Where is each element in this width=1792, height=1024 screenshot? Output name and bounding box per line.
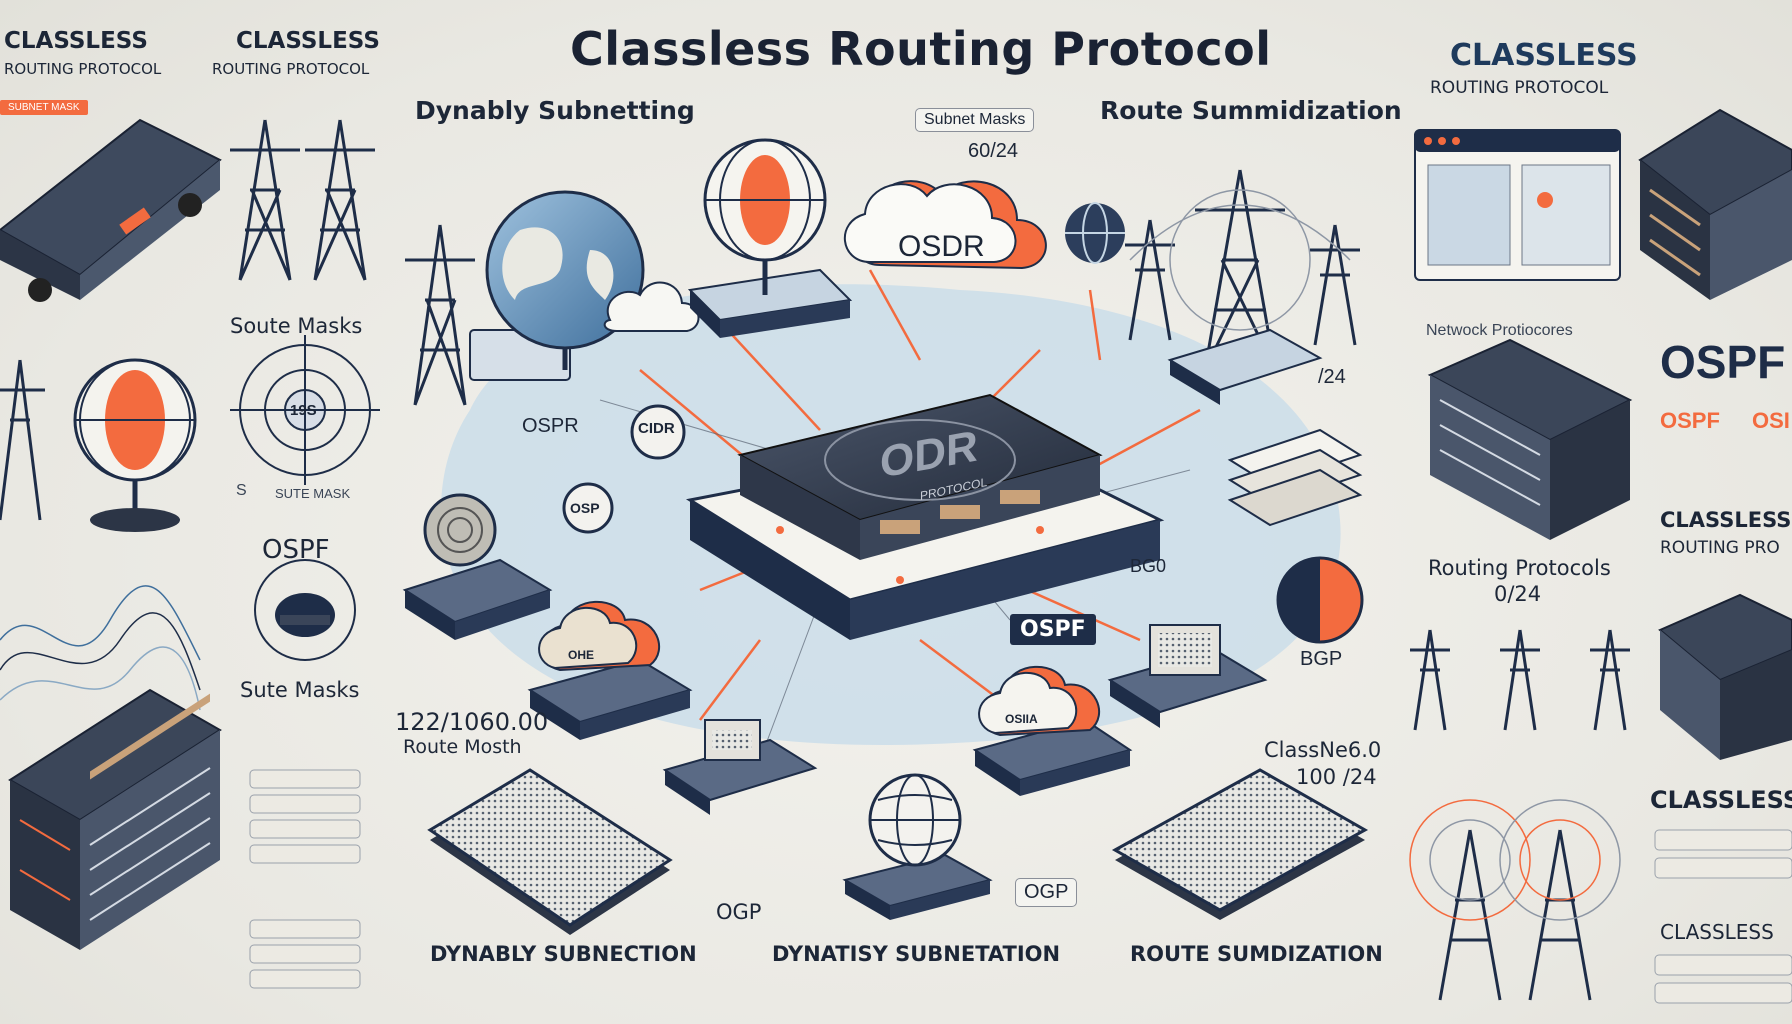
server-stack-topright [1638, 108, 1792, 300]
server-rack-left [8, 688, 222, 950]
osdr-cloud-label: OSDR [898, 230, 985, 263]
soute-masks-label: Soute Masks [230, 314, 363, 338]
route-summarization-heading: Route Summidization [1100, 96, 1402, 125]
ogp-left-label: OGP [716, 900, 762, 924]
cloud-small [603, 281, 700, 332]
radio-towers [1409, 799, 1621, 1001]
routing-protocols-label: Routing Protocols [1428, 556, 1611, 580]
dynamic-subnetting-heading: Dynably Subnetting [415, 96, 695, 125]
sute-mask-small: SUTE MASK [275, 486, 351, 501]
bgp-node [1276, 556, 1364, 644]
gauge-label: 19S [290, 402, 317, 419]
power-tower [0, 119, 1630, 731]
dynably-subnection-heading: Dynably Subnection [430, 942, 697, 966]
node-stack-right [1227, 428, 1363, 527]
route-sumdization-heading: Route Sumdization [1130, 942, 1383, 966]
server-rack-right [1427, 338, 1633, 540]
classless-right-3: CLASSLESS [1660, 920, 1774, 944]
osp-node [562, 482, 614, 534]
wave-chart [0, 585, 201, 711]
dynatisy-subnetation-heading: Dynatisy Subnetation [772, 942, 1061, 966]
subnet-mask-strip: SUBNET MASK [0, 100, 88, 115]
cidr-node [630, 404, 686, 460]
bgp-small-label: BG0 [1130, 556, 1167, 576]
ospf-node [254, 559, 356, 661]
node-box-right [1107, 624, 1268, 728]
mesh-panel-left [427, 768, 673, 935]
cloud-osiia-label: OSIIA [1005, 712, 1038, 726]
classnet-value: 100 /24 [1296, 765, 1377, 789]
ospf-small-a: OSPF [1660, 408, 1720, 433]
satellite-dish [687, 138, 853, 338]
top-right-routing-protocol: ROUTING PROTOCOL [1430, 78, 1609, 98]
top-left-classless: CLASSLESS [4, 28, 148, 54]
list-panel-right [1654, 829, 1792, 1004]
top-left-routing-protocol: ROUTING PROTOCOL [4, 60, 162, 78]
ospf-big-label: OSPF [1660, 336, 1786, 388]
top-left-classless-2: CLASSLESS [236, 28, 380, 54]
globe-left [469, 190, 645, 381]
cloud-ohe-label: OHE [568, 648, 595, 662]
classnet-label: ClassNe6.0 [1264, 738, 1382, 762]
small-globe [1065, 202, 1125, 264]
list-panel-left [249, 769, 361, 989]
node-platform-topright [1167, 328, 1323, 405]
node-cloud-right [972, 665, 1133, 796]
ospr-label: OSPR [522, 415, 579, 437]
subnet-masks-value: 60/24 [968, 140, 1019, 162]
bgp-label: BGP [1300, 648, 1343, 670]
ospf-center-tag: OSPF [1010, 614, 1096, 645]
subnet-masks-pill: Subnet Masks [915, 108, 1035, 132]
radar-dish-left [73, 358, 197, 532]
node-globe-bottom [842, 773, 993, 920]
page-title: Classless Routing Protocol [570, 22, 1272, 76]
mesh-panel-right [1111, 768, 1369, 920]
osp-circle-label: OSP [570, 500, 600, 516]
node-wire-ball [402, 493, 553, 640]
ogp-right-label: OGP [1015, 878, 1078, 907]
osdr-cloud [843, 180, 1047, 270]
classless-right-2: CLASSLESS [1650, 786, 1792, 814]
ospf-small-b: OSI [1752, 408, 1790, 433]
routing-protocols-value: 0/24 [1494, 582, 1542, 606]
browser-window [1414, 129, 1621, 281]
ip-address-label: 122/1060.00 [395, 708, 549, 736]
server-rack-right-bottom [1658, 593, 1792, 760]
central-router [685, 393, 1165, 640]
top-right-classless: CLASSLESS [1450, 38, 1638, 73]
classless-right-1: CLASSLESS [1660, 508, 1792, 532]
node-cloud-orange [527, 600, 693, 740]
bus [0, 118, 222, 302]
network-protocols-label: Netwock Protiocores [1426, 322, 1573, 339]
route-mosth-label: Route Mosth [403, 736, 522, 758]
target-gauge [230, 335, 380, 485]
routing-pro-right-1: ROUTING PRO [1660, 538, 1780, 558]
s-label: S [236, 482, 247, 499]
ospf-left-label: OSPF [262, 535, 330, 565]
sute-masks-label: Sute Masks [240, 678, 360, 702]
cidr-circle-label: CIDR [638, 420, 675, 437]
slash24-label: /24 [1318, 366, 1346, 388]
top-left-routing-protocol-2: ROUTING PROTOCOL [212, 60, 370, 78]
node-box-left [662, 719, 818, 815]
tower-arcs [1129, 189, 1351, 331]
